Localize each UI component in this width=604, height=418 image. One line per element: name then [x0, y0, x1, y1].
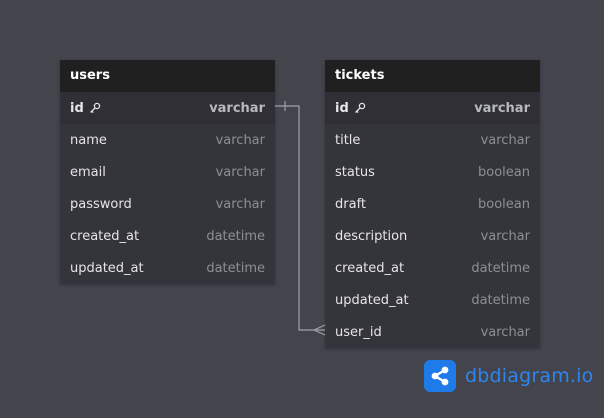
- field-name: description: [335, 228, 408, 244]
- field-row-tickets-status[interactable]: status boolean: [325, 156, 540, 188]
- field-name: updated_at: [335, 292, 409, 308]
- field-name: draft: [335, 196, 367, 212]
- field-name: created_at: [70, 228, 140, 244]
- cardinality-many-marker: [313, 324, 326, 331]
- field-type: varchar: [480, 228, 530, 244]
- table-header-tickets[interactable]: tickets: [325, 60, 540, 92]
- field-name: id: [70, 100, 84, 116]
- field-name: user_id: [335, 324, 382, 340]
- field-type: varchar: [215, 196, 265, 212]
- field-type: datetime: [206, 228, 265, 244]
- field-name: created_at: [335, 260, 405, 276]
- dbdiagram-logo[interactable]: dbdiagram.io: [424, 360, 593, 392]
- field-row-tickets-id[interactable]: id varchar: [325, 92, 540, 124]
- field-row-users-name[interactable]: name varchar: [60, 124, 275, 156]
- field-row-tickets-updated-at[interactable]: updated_at datetime: [325, 284, 540, 316]
- share-nodes-icon: [424, 360, 456, 392]
- logo-text: dbdiagram.io: [465, 365, 594, 387]
- field-name: status: [335, 164, 375, 180]
- field-row-users-updated-at[interactable]: updated_at datetime: [60, 252, 275, 284]
- field-type: varchar: [474, 100, 530, 116]
- field-row-tickets-title[interactable]: title varchar: [325, 124, 540, 156]
- field-type: varchar: [215, 164, 265, 180]
- table-users[interactable]: users id varchar name varchar email varc…: [60, 60, 275, 284]
- field-row-users-created-at[interactable]: created_at datetime: [60, 220, 275, 252]
- field-type: boolean: [478, 196, 530, 212]
- field-name: password: [70, 196, 132, 212]
- table-header-users[interactable]: users: [60, 60, 275, 92]
- table-tickets[interactable]: tickets id varchar title varchar status …: [325, 60, 540, 348]
- field-name: email: [70, 164, 106, 180]
- field-row-users-password[interactable]: password varchar: [60, 188, 275, 220]
- field-row-tickets-description[interactable]: description varchar: [325, 220, 540, 252]
- field-row-users-id[interactable]: id varchar: [60, 92, 275, 124]
- field-row-users-email[interactable]: email varchar: [60, 156, 275, 188]
- field-name: title: [335, 132, 361, 148]
- field-type: boolean: [478, 164, 530, 180]
- relationship-line: [275, 105, 325, 331]
- primary-key-icon: [89, 102, 101, 114]
- primary-key-icon: [354, 102, 366, 114]
- field-type: varchar: [480, 132, 530, 148]
- field-name: id: [335, 100, 349, 116]
- field-type: varchar: [480, 324, 530, 340]
- field-type: datetime: [471, 260, 530, 276]
- field-type: datetime: [206, 260, 265, 276]
- field-row-tickets-draft[interactable]: draft boolean: [325, 188, 540, 220]
- field-row-tickets-created-at[interactable]: created_at datetime: [325, 252, 540, 284]
- field-type: varchar: [209, 100, 265, 116]
- field-type: varchar: [215, 132, 265, 148]
- field-name: name: [70, 132, 107, 148]
- field-type: datetime: [471, 292, 530, 308]
- field-name: updated_at: [70, 260, 144, 276]
- field-row-tickets-user-id[interactable]: user_id varchar: [325, 316, 540, 348]
